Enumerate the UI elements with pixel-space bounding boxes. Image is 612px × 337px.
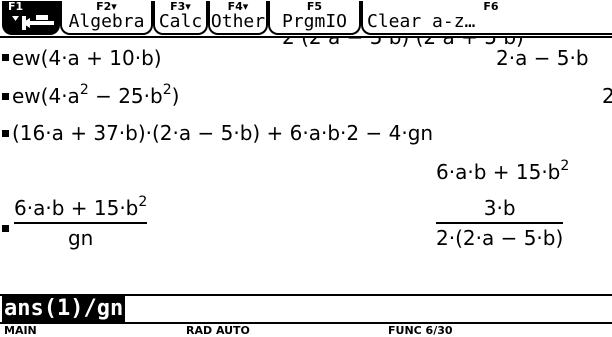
status-folder: MAIN (4, 324, 37, 337)
fraction-bar (436, 222, 564, 224)
other-menu-button[interactable]: F4▾ Other (208, 1, 268, 35)
entry-line[interactable]: ans(1)/gn (0, 294, 612, 322)
history-result: 6·a·b + 15·b2 (436, 158, 570, 184)
status-mode: RAD AUTO (186, 324, 250, 337)
fraction-bar (14, 222, 148, 224)
f1-key-label: F1 (8, 0, 24, 13)
history-input: ew(4·a2 − 25·b2) (12, 82, 180, 108)
status-bar: MAIN RAD AUTO FUNC 6/30 (0, 322, 612, 337)
fraction-denominator: gn (67, 226, 94, 250)
numerator-exponent: 2 (138, 194, 148, 210)
f2-key-label: F2▾ (96, 0, 117, 13)
history-area[interactable]: 2·(2·a − 5·b)·(2·a + 5·b) ew(4·a + 10·b)… (0, 38, 612, 294)
input-exponent: 2 (79, 82, 89, 98)
tools-menu-button[interactable]: F1 (2, 1, 60, 35)
input-part: ew(4·a (12, 84, 80, 108)
f5-key-label: F5 (306, 0, 323, 13)
tools-icon (12, 15, 54, 30)
history-input: (16·a + 37·b)·(2·a − 5·b) + 6·a·b·2 − 4·… (12, 121, 434, 145)
entry-input[interactable]: ans(1)/gn (2, 296, 126, 322)
result-exponent: 2 (560, 158, 570, 174)
status-func: FUNC 6/30 (388, 324, 453, 337)
f6-key-label: F6 (483, 0, 499, 13)
f3-key-label: F3▾ (170, 0, 191, 13)
calc-menu-label: Calc (158, 11, 203, 32)
prgmio-menu-button[interactable]: F5 PrgmIO (268, 1, 361, 35)
input-part: − 25·b (88, 84, 163, 108)
algebra-menu-button[interactable]: F2▾ Algebra (60, 1, 153, 35)
numerator-text: 6·a·b + 15·b (14, 196, 139, 220)
toolbar: F1 F2▾ Algebra F3▾ Calc F4▾ Other F5 Prg… (0, 0, 612, 40)
history-input: ew(4·a + 10·b) (12, 46, 162, 70)
fraction-numerator: 6·a·b + 15·b2 (14, 194, 148, 220)
clear-menu-button[interactable]: F6 Clear a-z… (361, 1, 612, 35)
calc-menu-button[interactable]: F3▾ Calc (153, 1, 208, 35)
toolbar-divider (0, 36, 612, 38)
history-bullet (2, 54, 9, 61)
f4-key-label: F4▾ (227, 0, 249, 13)
history-input-fraction: 6·a·b + 15·b2 gn (14, 194, 148, 250)
other-menu-label: Other (210, 11, 266, 32)
clear-menu-label: Clear a-z… (367, 11, 476, 32)
fraction-numerator: 3·b (483, 196, 516, 220)
algebra-menu-label: Algebra (68, 11, 145, 32)
history-result: 2·a − 5·b (496, 46, 589, 70)
input-part: ) (171, 84, 180, 108)
history-partial-result: 2·(2·a − 5·b)·(2·a + 5·b) (282, 38, 524, 49)
history-result-fraction: 3·b 2·(2·a − 5·b) (436, 196, 564, 250)
fraction-denominator: 2·(2·a − 5·b) (436, 226, 564, 250)
history-bullet (2, 225, 9, 232)
history-result: 2 (602, 84, 612, 108)
history-bullet (2, 130, 9, 137)
prgmio-menu-label: PrgmIO (281, 11, 348, 32)
input-exponent: 2 (162, 82, 172, 98)
history-bullet (2, 93, 9, 100)
result-part: 6·a·b + 15·b (436, 160, 561, 184)
